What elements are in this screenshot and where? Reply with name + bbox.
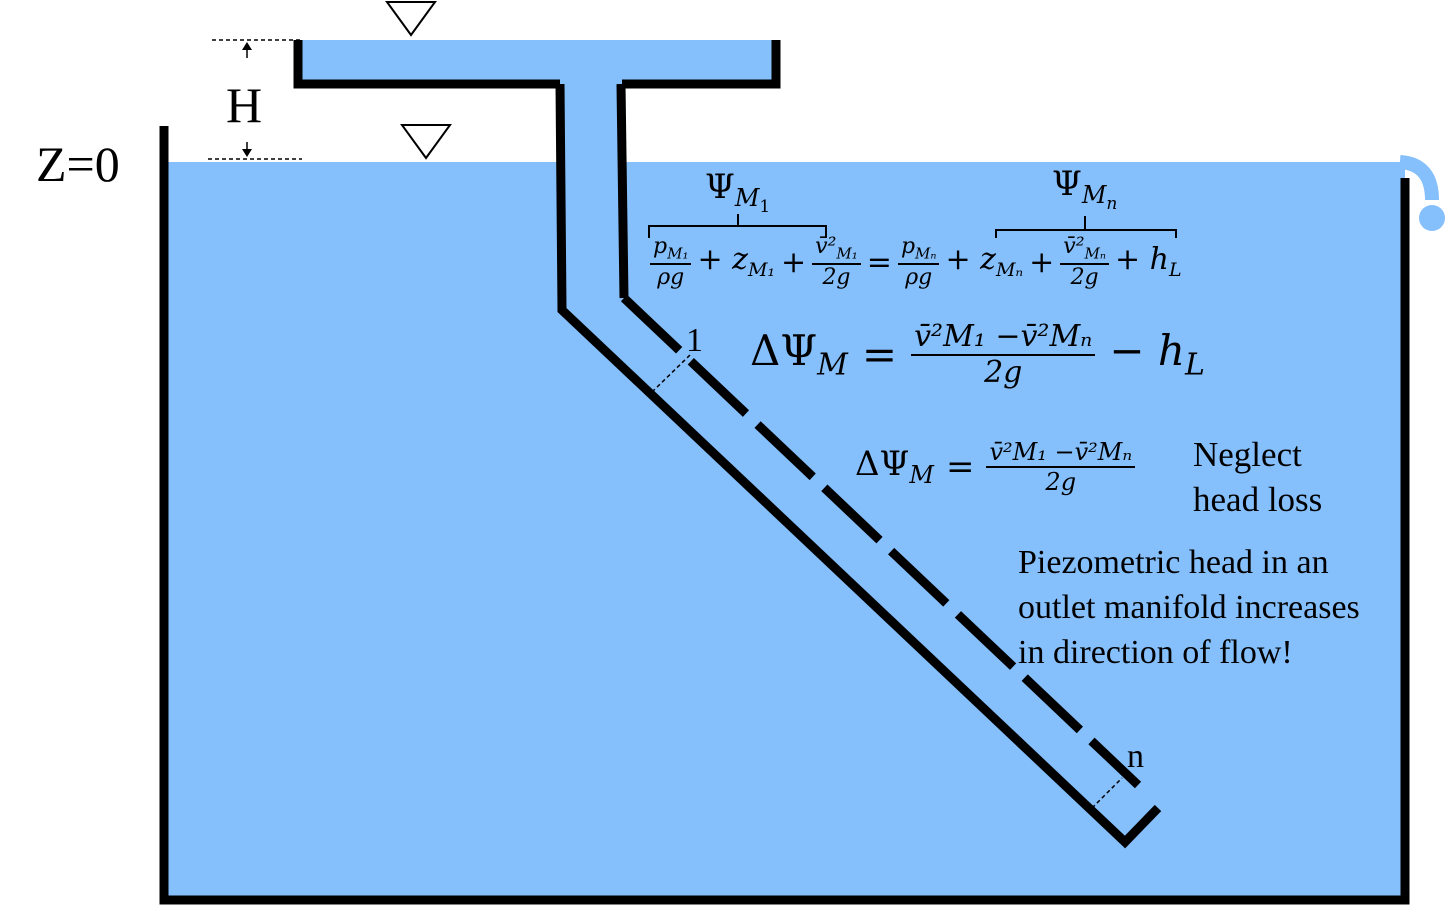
delta-psi-full-minus: − h <box>1109 325 1185 375</box>
station-n-label: n <box>1127 738 1144 775</box>
psi-m1-label: ΨM1 <box>705 170 770 216</box>
psi-mn-label: ΨMn <box>1052 167 1117 213</box>
psi-mn-sub: M <box>1081 180 1107 209</box>
term5: + zMₙ <box>945 242 1024 282</box>
equals-1: = <box>866 244 892 280</box>
psi-mn-subsub: n <box>1106 193 1118 214</box>
h-label: H <box>226 77 263 133</box>
term3-num-sub: M₁ <box>836 244 858 263</box>
overflow-spout <box>1399 155 1439 201</box>
conclusion-line-2: outlet manifold increases <box>1018 589 1360 626</box>
h-dim-arrowhead-down <box>242 149 252 157</box>
delta-psi-full-equals: = <box>861 330 898 379</box>
term4-num: p <box>900 234 916 259</box>
psi-m1-sub: M <box>734 183 760 212</box>
term4-num-sub: Mₙ <box>915 244 937 263</box>
upper-surface-triangle <box>385 1 437 37</box>
delta-psi-full-lhs: ΔΨ <box>750 325 818 375</box>
energy-equation: pM₁ ρg + zM₁ + v̄²M₁ 2g = pMₙ ρg + zMₙ +… <box>650 236 1182 289</box>
brace-psi-m1 <box>648 214 827 238</box>
term6-num-sub: Mₙ <box>1084 244 1106 263</box>
conclusion-note: Piezometric head in an outlet manifold i… <box>1018 540 1360 675</box>
reservoir-water <box>300 40 776 84</box>
plus-2: + <box>1029 244 1055 280</box>
term1-fraction: pM₁ ρg <box>650 234 692 291</box>
term1-num: p <box>653 234 668 259</box>
section-1-line <box>651 354 691 393</box>
reservoir-wall-left <box>293 40 560 89</box>
delta-psi-full-lhs-sub: M <box>817 347 848 383</box>
pipe-vertical-water <box>560 84 622 164</box>
pipe-wall-right-perforated <box>620 294 1142 789</box>
tank-walls <box>159 126 1410 905</box>
conclusion-line-1: Piezometric head in an <box>1018 544 1329 581</box>
h-dim-arrowhead-up <box>242 42 252 50</box>
psi-mn-symbol: Ψ <box>1052 164 1082 204</box>
delta-psi-neglect-num: v̄²M₁ −v̄²Mₙ <box>986 440 1136 468</box>
term1-den: ρg <box>657 265 685 291</box>
reservoir-wall-right <box>622 40 781 89</box>
brace-psi-mn <box>995 216 1177 238</box>
psi-m1-symbol: Ψ <box>705 167 735 207</box>
station-1-label: 1 <box>686 322 703 359</box>
delta-psi-neglect-den: 2g <box>1045 468 1077 496</box>
tank-water <box>165 162 1405 899</box>
delta-psi-full-minus-sub: L <box>1184 347 1205 383</box>
term3-fraction: v̄²M₁ 2g <box>812 236 861 289</box>
delta-psi-full-num: v̄²M₁ −v̄²Mₙ <box>911 322 1096 356</box>
pipe-wall-right-vertical <box>616 83 629 299</box>
term6-num: v̄² <box>1063 234 1085 259</box>
delta-psi-neglect-lhs-sub: M <box>909 460 934 489</box>
delta-psi-neglect-lhs: ΔΨ <box>855 444 910 485</box>
delta-psi-full-equation: ΔΨM = v̄²M₁ −v̄²Mₙ 2g − hL <box>750 322 1205 388</box>
psi-m1-subsub: 1 <box>759 196 771 217</box>
term4-fraction: pMₙ ρg <box>897 234 940 291</box>
delta-psi-neglect-equation: ΔΨM = v̄²M₁ −v̄²Mₙ 2g <box>855 440 1136 496</box>
term2: + zM₁ <box>697 242 776 282</box>
delta-psi-full-den: 2g <box>984 355 1023 390</box>
lower-surface-triangle <box>400 124 452 160</box>
term6-den: 2g <box>1070 265 1099 291</box>
term3-den: 2g <box>822 265 851 291</box>
term3-num: v̄² <box>815 234 837 259</box>
neglect-note: Neglect head loss <box>1193 432 1322 522</box>
plus-1: + <box>781 244 807 280</box>
term5-sub: Mₙ <box>995 259 1024 282</box>
pipe-wall-left <box>555 83 1162 849</box>
term6-fraction: v̄²Mₙ 2g <box>1060 236 1109 289</box>
term1-num-sub: M₁ <box>667 244 689 263</box>
delta-psi-neglect-fraction: v̄²M₁ −v̄²Mₙ 2g <box>986 440 1136 496</box>
term7: + hL <box>1114 242 1182 282</box>
term4-den: ρg <box>905 265 933 291</box>
overflow-drop <box>1419 205 1445 231</box>
delta-psi-neglect-equals: = <box>945 447 975 487</box>
neglect-line-2: head loss <box>1193 480 1323 519</box>
z0-label: Z=0 <box>36 136 120 192</box>
neglect-line-1: Neglect <box>1193 435 1302 474</box>
section-n-line <box>1091 777 1123 809</box>
delta-psi-full-fraction: v̄²M₁ −v̄²Mₙ 2g <box>911 322 1096 390</box>
conclusion-line-3: in direction of flow! <box>1018 634 1293 671</box>
term7-sub: L <box>1168 259 1182 282</box>
term2-sub: M₁ <box>747 259 776 282</box>
